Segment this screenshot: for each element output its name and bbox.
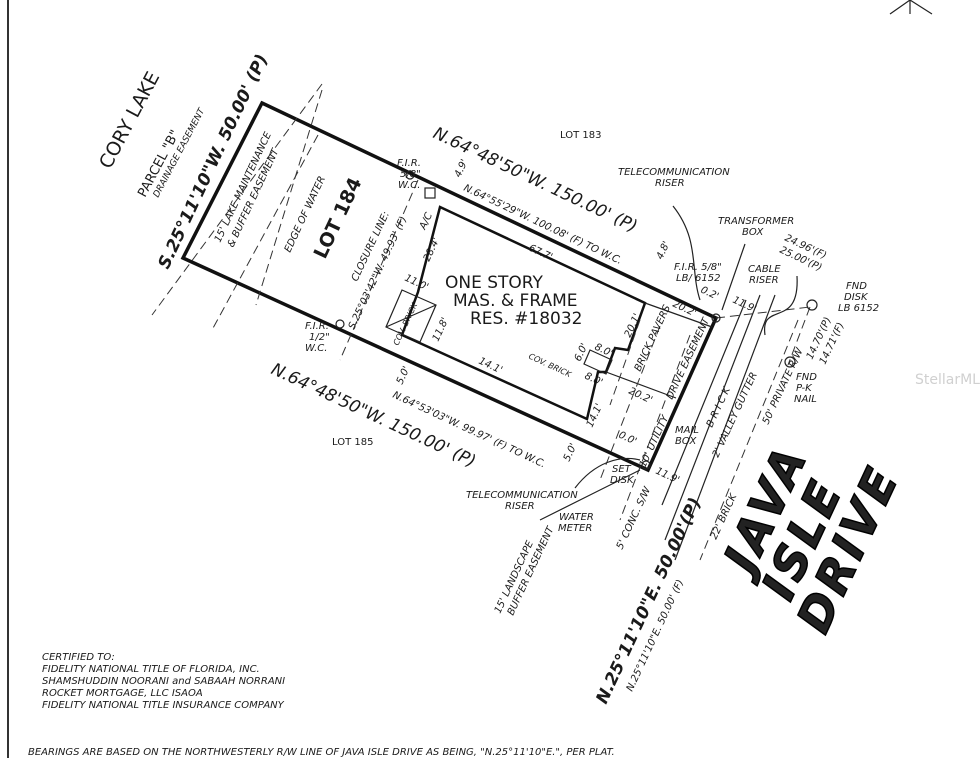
fir-monument-west <box>335 319 345 329</box>
fir-east-label-2: LB/ 6152 <box>676 273 720 284</box>
set-disk-label-2: DISK <box>610 475 635 486</box>
pk-nail-monument <box>784 356 796 368</box>
pk-nail-label-2: P-K <box>796 383 813 394</box>
lot-185-label: LOT 185 <box>332 437 373 448</box>
dim-11-8: 11.8' <box>431 316 452 343</box>
fir-monument-north <box>405 170 415 180</box>
dim-4-8: 4.8' <box>655 240 673 262</box>
cable-riser-2: RISER <box>749 275 779 286</box>
telecom-leader <box>672 205 701 301</box>
utility-easement-label: 10' UTILITY <box>638 413 672 469</box>
drive-easement-line <box>609 319 641 406</box>
dim-6-0: 6.0' <box>573 342 591 364</box>
certified-line: SHAMSHUDDIN NOORANI and SABAAH NORRANI <box>42 676 285 687</box>
lot-boundary <box>180 100 719 473</box>
telecom-riser-bot-2: RISER <box>505 501 535 512</box>
fir-west-label-3: W.C. <box>305 343 327 354</box>
certified-line: ROCKET MORTGAGE, LLC ISAOA <box>42 688 203 699</box>
dim-0-2: 0.2' <box>699 285 721 303</box>
dim-11-0: 11.0' <box>403 273 430 294</box>
transformer-leader <box>721 243 746 311</box>
telecom-riser-bot-1: TELECOMMUNICATION <box>466 490 578 501</box>
covered-brick-entry <box>583 349 613 375</box>
watermark-logo: StellarMLS <box>915 372 980 388</box>
telecom-riser-top-2: RISER <box>655 178 685 189</box>
fir-north-label-2: 5/8" <box>400 169 421 180</box>
row-line <box>661 299 747 506</box>
front-extension <box>715 306 811 319</box>
fnd-disk-label-1: FND <box>846 281 867 292</box>
west-plat-line <box>151 83 323 316</box>
fir-north-label-1: F.I.R. <box>397 158 421 169</box>
sidewalk-label: 5' CONC. S/W <box>615 484 654 551</box>
gutter-line-2 <box>674 294 776 561</box>
disk-tie-line <box>787 306 811 366</box>
dim-11-9-a: 11.9' <box>731 295 758 316</box>
dim-20-1: 20.1' <box>623 312 644 339</box>
fnd-disk-label-3: LB 6152 <box>838 303 879 314</box>
fir-north-label-3: W.C. <box>398 180 420 191</box>
pk-nail-label-3: NAIL <box>794 394 817 405</box>
fir-east-label-1: F.I.R. 5/8" <box>674 262 722 273</box>
gutter-line-1 <box>664 294 761 541</box>
dim-4-9: 4.9' <box>453 158 471 180</box>
lot-183-label: LOT 183 <box>560 130 601 141</box>
telecom-riser-top-1: TELECOMMUNICATION <box>618 167 730 178</box>
sidewalk-line <box>619 334 691 521</box>
cov-brick-entry-label: COV. BRICK <box>527 352 573 380</box>
patio-diagonal <box>385 304 437 328</box>
dim-5-0-a: 5.0' <box>395 365 413 387</box>
distance-leader <box>764 275 798 336</box>
dim-5-0-b: 5.0' <box>562 442 580 464</box>
road-centerline <box>699 319 799 561</box>
mail-box-label-1: MAIL <box>675 425 699 436</box>
drive-edge <box>644 302 713 328</box>
fir-west-label-1: F.I.R. <box>305 321 329 332</box>
certified-line: FIDELITY NATIONAL TITLE OF FLORIDA, INC. <box>42 664 260 675</box>
dim-67-7: 67.7' <box>527 243 554 264</box>
house-label-3: RES. #18032 <box>470 309 582 329</box>
covered-brick-patio <box>385 289 437 343</box>
house-label-2: MAS. & FRAME <box>453 291 578 311</box>
fnd-disk-monument <box>806 299 818 311</box>
telecom-bot-leader <box>574 457 641 489</box>
certified-heading: CERTIFIED TO: <box>42 652 115 663</box>
ac-unit <box>424 187 436 199</box>
dim-0-0: 0.0' <box>617 430 639 448</box>
water-meter-label-2: METER <box>558 523 592 534</box>
ac-label: A/C <box>417 211 435 232</box>
set-disk-label-1: SET <box>612 464 632 475</box>
fir-west-label-2: 1/2" <box>309 332 330 343</box>
east-line-plat-bearing: N.25°11'10"E. 50.00'(P) <box>592 495 705 708</box>
house-label-1: ONE STORY <box>445 273 544 293</box>
fir-monument-east <box>711 313 721 323</box>
lake-easement-line <box>211 134 319 331</box>
closure-line <box>339 179 419 361</box>
mail-box-label-2: BOX <box>675 436 697 447</box>
pk-nail-label-1: FND <box>796 372 817 383</box>
brick-pavers-label: BRICK PAVERS <box>633 303 674 373</box>
north-arrow-icon <box>889 0 933 15</box>
dim-14-1-a: 14.1' <box>477 356 504 377</box>
transformer-box-1: TRANSFORMER <box>718 216 794 227</box>
drive-edge-2 <box>605 371 677 399</box>
dim-28-4: 28.4' <box>422 236 443 263</box>
cable-riser-1: CABLE <box>748 264 781 275</box>
drive-easement-label: DRIVE EASEMENT <box>665 316 713 401</box>
bearings-note: BEARINGS ARE BASED ON THE NORTHWESTERLY … <box>28 747 615 758</box>
set-disk-monument <box>641 460 651 470</box>
fnd-disk-label-2: DISK <box>844 292 869 303</box>
water-meter-label-1: WATER <box>559 512 594 523</box>
transformer-box-2: BOX <box>742 227 764 238</box>
landscape-leader <box>539 469 641 521</box>
edge-of-water-line <box>255 89 323 306</box>
certified-line: FIDELITY NATIONAL TITLE INSURANCE COMPAN… <box>42 700 285 711</box>
